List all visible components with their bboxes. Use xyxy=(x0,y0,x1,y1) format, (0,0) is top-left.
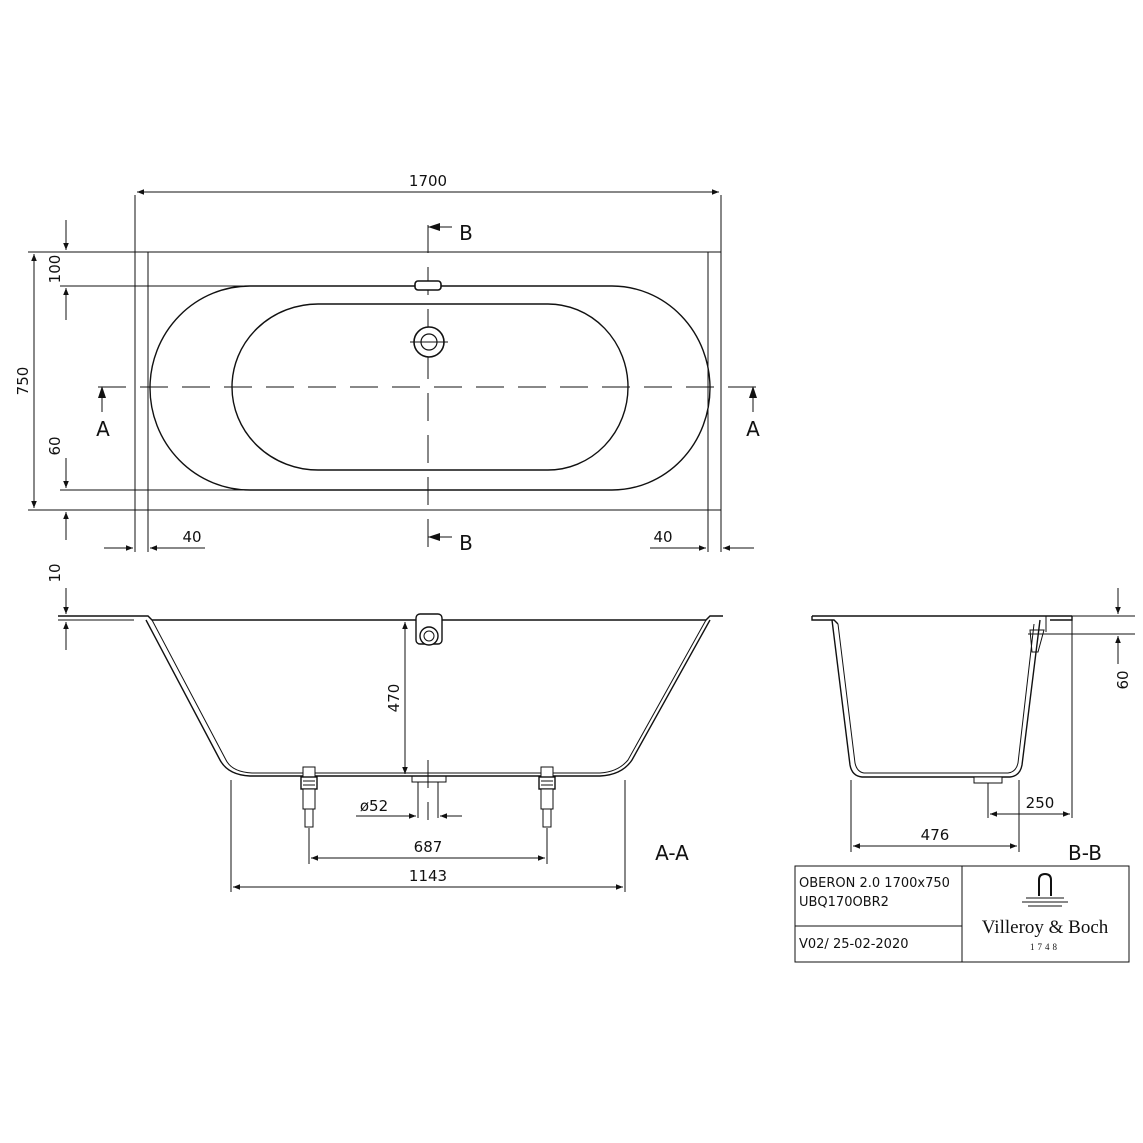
section-b-bottom: B xyxy=(459,531,473,555)
section-b-top: B xyxy=(459,221,473,245)
section-aa-view: 470 10 ø52 687 xyxy=(46,563,723,892)
title-block: OBERON 2.0 1700x750 UBQ170OBR2 V02/ 25-0… xyxy=(794,865,1130,963)
dim-base-width: 476 xyxy=(921,826,950,844)
dim-width: 750 xyxy=(14,367,32,396)
dim-depth: 470 xyxy=(385,684,403,713)
tub-profile-bb xyxy=(831,619,1041,778)
dim-bottom-offset: 60 xyxy=(46,436,64,455)
dim-overflow-height: 60 xyxy=(1114,670,1132,689)
brand-year: 1748 xyxy=(1030,942,1060,952)
section-bb-label: B-B xyxy=(1068,841,1102,865)
adjustable-foot-left-icon xyxy=(300,766,318,828)
section-a-right: A xyxy=(746,417,760,441)
section-a-left: A xyxy=(96,417,110,441)
overflow-icon xyxy=(414,280,442,291)
dim-length: 1700 xyxy=(409,172,447,190)
plan-view: 1700 750 100 60 40 40 A A B B xyxy=(14,172,760,555)
section-bb-view: 60 250 476 B-B xyxy=(811,588,1135,865)
product-code: UBQ170OBR2 xyxy=(799,895,889,910)
adjustable-foot-right-icon xyxy=(538,766,556,828)
faucet-icon xyxy=(1022,872,1068,907)
brand-name: Villeroy & Boch xyxy=(982,917,1109,938)
dim-waste-diameter: ø52 xyxy=(360,797,388,815)
dim-rim-thickness: 10 xyxy=(46,563,64,582)
version-date: V02/ 25-02-2020 xyxy=(799,937,909,952)
dim-waste-offset: 250 xyxy=(1026,794,1055,812)
dim-feet-spacing: 687 xyxy=(414,838,443,856)
basin-outer-outline xyxy=(149,285,711,491)
dim-base-length: 1143 xyxy=(409,867,447,885)
dim-left-offset: 40 xyxy=(182,528,201,546)
basin-inner-outline xyxy=(231,303,629,471)
dim-right-offset: 40 xyxy=(653,528,672,546)
dim-top-offset: 100 xyxy=(46,255,64,284)
section-aa-label: A-A xyxy=(655,841,689,865)
product-name: OBERON 2.0 1700x750 xyxy=(799,876,950,891)
